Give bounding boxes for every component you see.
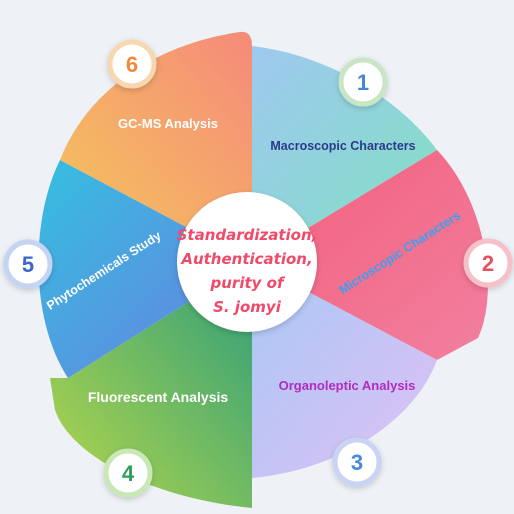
- badge-6: [107, 39, 157, 89]
- segment-1-wedge: [252, 46, 437, 262]
- segment-3-wedge: [252, 262, 437, 478]
- badge-2-number: 2: [482, 251, 494, 276]
- center-line-3: purity of: [210, 274, 286, 292]
- center-line-1: Standardization,: [177, 226, 318, 244]
- segment-2-wedge: [252, 150, 488, 360]
- segment-6-label: GC-MS Analysis: [118, 116, 218, 131]
- badge-2: [463, 238, 513, 288]
- badge-4: [103, 448, 153, 498]
- segment-3-label: Organoleptic Analysis: [279, 378, 416, 393]
- badge-1: [338, 57, 388, 107]
- segment-5-wedge: [38, 160, 252, 378]
- segment-6-wedge: [60, 31, 252, 262]
- badge-5-number: 5: [22, 252, 34, 277]
- segment-1-label: Macroscopic Characters: [270, 139, 415, 153]
- badge-5: [3, 239, 53, 289]
- badge-3-number: 3: [351, 450, 363, 475]
- segment-4-label: Fluorescent Analysis: [88, 389, 229, 405]
- segment-4-wedge: [50, 262, 252, 508]
- badge-1-number: 1: [357, 70, 369, 95]
- center-line-4: S. jomyi: [213, 298, 282, 316]
- center-line-2: Authentication,: [180, 250, 312, 268]
- badge-4-number: 4: [122, 461, 135, 486]
- badge-6-number: 6: [126, 52, 138, 77]
- badge-3: [332, 437, 382, 487]
- center-circle: [177, 192, 317, 332]
